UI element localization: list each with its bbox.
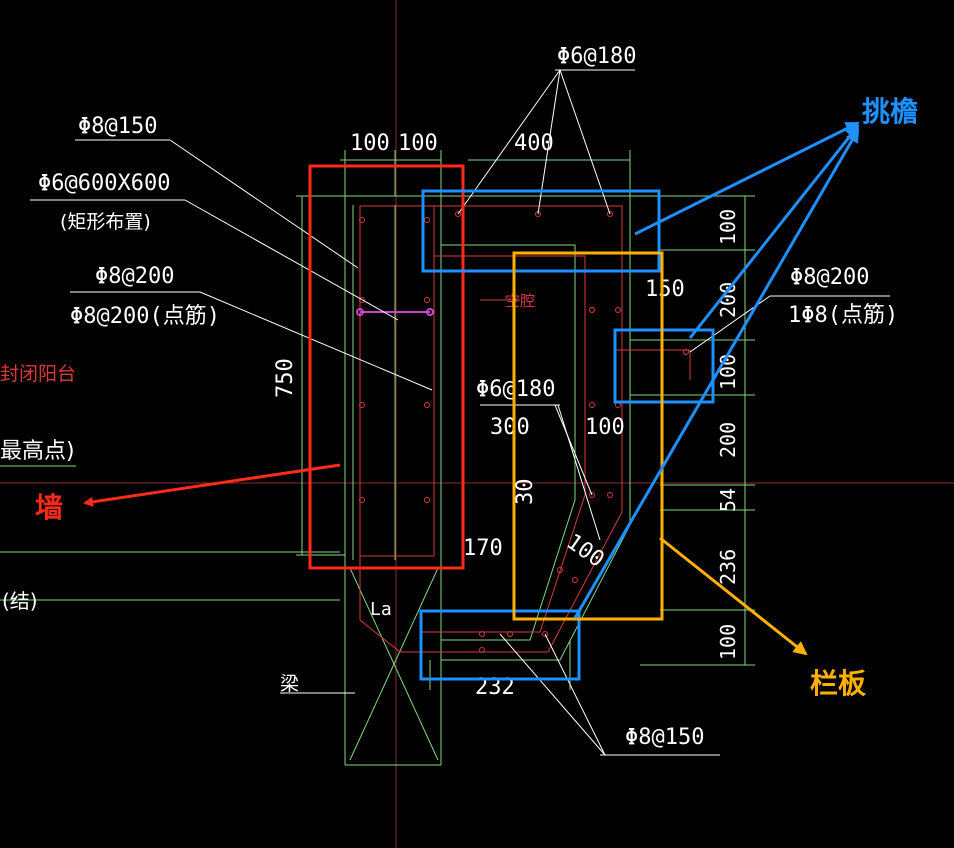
parapet-highlight-box (512, 251, 664, 621)
callout-wall: 墙 (35, 491, 63, 524)
canopy-highlight-bottom (419, 609, 581, 681)
callout-canopy: 挑檐 (862, 95, 918, 128)
label-beam: 梁 (280, 673, 299, 695)
canopy-arrow-3 (573, 128, 860, 619)
rebar-labels: Φ8@150 Φ6@600X600 (矩形布置) Φ8@200 Φ8@200(点… (38, 44, 898, 750)
canopy-arrow-1 (634, 121, 860, 236)
label-dist-bar-2: Φ8@200(点筋) (70, 304, 220, 329)
left-dimension (296, 195, 345, 556)
dim-150: 150 (645, 277, 685, 302)
magenta-tie-bar (356, 308, 434, 316)
wall-arrow (83, 463, 341, 507)
wall-highlight-box (308, 164, 465, 570)
dim-right-236: 236 (716, 549, 740, 585)
dim-30: 30 (513, 479, 538, 506)
label-highest-point: 最高点) (0, 439, 75, 464)
dim-100b: 100 (398, 131, 438, 156)
label-right-bar-1: Φ8@200 (790, 265, 869, 290)
label-structure-note: (结) (2, 589, 38, 613)
label-wall-bar: Φ8@150 (78, 114, 157, 139)
right-dimension-chain (630, 195, 755, 666)
label-mid-bar: Φ6@180 (476, 377, 555, 402)
parapet-arrow (659, 536, 808, 656)
canopy-arrow-2 (688, 124, 860, 339)
canopy-highlight-top (421, 189, 661, 273)
label-closed-balcony: 封闭阳台 (0, 363, 76, 385)
dim-100c: 100 (585, 415, 625, 440)
dim-right-54: 54 (716, 488, 740, 512)
dim-right-100c: 100 (716, 624, 740, 660)
dim-right-100a: 100 (716, 209, 740, 245)
canopy-highlight-side (613, 328, 715, 404)
dim-170: 170 (463, 536, 503, 561)
dim-right-100b: 100 (716, 354, 740, 390)
dim-400: 400 (514, 131, 554, 156)
label-right-bar-2: 1Φ8(点筋) (788, 303, 898, 328)
label-dist-bar-1: Φ8@200 (95, 264, 174, 289)
dim-right-200b: 200 (716, 422, 740, 458)
callout-parapet: 栏板 (810, 667, 866, 700)
label-tie-note: (矩形布置) (60, 211, 151, 233)
rebar-dots (359, 211, 689, 653)
misc-labels: 封闭阳台 最高点) (结) 梁 La 空腔 (0, 292, 535, 695)
label-top-bar: Φ6@180 (557, 44, 636, 69)
label-anchor: La (370, 599, 392, 620)
dim-100a: 100 (350, 131, 390, 156)
dim-750: 750 (273, 358, 298, 398)
rebar-lines (359, 205, 691, 653)
dim-100d: 100 (562, 529, 609, 572)
reference-lines (0, 465, 340, 601)
leader-lines (30, 69, 890, 756)
label-cavity: 空腔 (505, 292, 535, 310)
dim-300: 300 (490, 415, 530, 440)
label-tie-bar: Φ6@600X600 (38, 171, 170, 196)
label-bottom-bar: Φ8@150 (625, 725, 704, 750)
